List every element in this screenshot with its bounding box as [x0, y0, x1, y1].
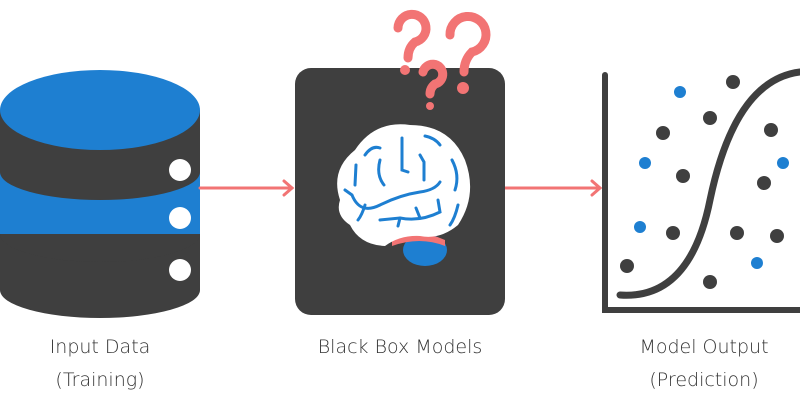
stage-title: Input Data	[49, 336, 151, 358]
arrow-right-icon	[503, 179, 603, 197]
brain-icon	[337, 124, 471, 266]
database-icon	[0, 70, 200, 318]
stage-input-label: Input Data (Training)	[0, 331, 210, 397]
arrow-right-icon	[198, 179, 295, 197]
stage-title: Black Box Models	[317, 336, 483, 358]
stage-model-label: Black Box Models	[290, 331, 510, 364]
stage-subtitle: (Training)	[55, 369, 145, 391]
question-marks-icon	[393, 9, 491, 110]
scatter-plot-icon	[602, 68, 800, 313]
stage-output-label: Model Output (Prediction)	[594, 331, 800, 397]
stage-title: Model Output	[639, 336, 769, 358]
stage-subtitle: (Prediction)	[649, 369, 759, 391]
